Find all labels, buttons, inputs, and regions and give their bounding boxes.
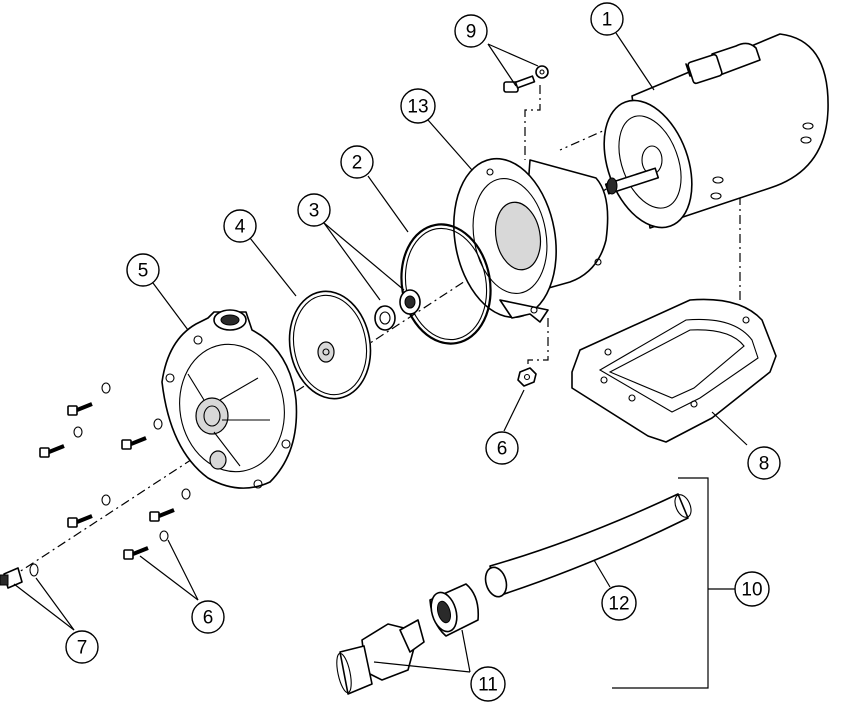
callout-4: 4: [223, 209, 257, 243]
bolt: [123, 546, 149, 560]
svg-text:13: 13: [407, 97, 428, 118]
adapter-bracket: [453, 157, 609, 323]
svg-text:10: 10: [741, 580, 762, 601]
washer: [101, 382, 111, 394]
pump-housing: [161, 309, 298, 489]
bolt: [121, 436, 147, 450]
bolt: [149, 508, 175, 522]
svg-text:2: 2: [352, 153, 363, 174]
svg-text:8: 8: [759, 454, 770, 475]
callout-3: 3: [297, 193, 331, 227]
bolt: [67, 514, 93, 528]
motor-base: [571, 298, 777, 443]
callout-13: 13: [400, 88, 436, 124]
leader-lines: [13, 32, 748, 673]
callout-7: 7: [65, 630, 99, 664]
motor: [603, 33, 829, 229]
washer: [101, 494, 111, 506]
callout-12: 12: [601, 585, 637, 621]
svg-text:7: 7: [77, 638, 88, 659]
callout-2: 2: [340, 145, 374, 179]
washer: [181, 488, 191, 500]
svg-text:12: 12: [608, 594, 629, 615]
svg-text:1: 1: [602, 10, 613, 31]
washer: [73, 426, 83, 438]
callout-10: 10: [734, 571, 770, 607]
bolt: [67, 402, 93, 416]
callout-8: 8: [747, 446, 781, 480]
callout-11: 11: [470, 666, 506, 702]
svg-text:6: 6: [203, 608, 214, 629]
callout-1: 1: [590, 2, 624, 36]
svg-text:6: 6: [497, 439, 508, 460]
callout-5: 5: [126, 253, 160, 287]
housing-bolts: [39, 382, 191, 560]
callout-6-nut: 6: [485, 431, 519, 465]
bolt: [39, 444, 65, 458]
washer: [159, 530, 169, 542]
bolt-and-washer-9: [503, 65, 549, 93]
suction-pipe: [484, 493, 692, 598]
washer: [153, 418, 163, 430]
drain-plug: [0, 563, 39, 589]
callout-9: 9: [454, 14, 488, 48]
svg-text:9: 9: [466, 22, 477, 43]
svg-text:5: 5: [138, 261, 149, 282]
callout-6-bolts: 6: [191, 600, 225, 634]
svg-text:4: 4: [235, 217, 246, 238]
svg-text:11: 11: [478, 675, 498, 696]
hex-nut: [517, 367, 537, 387]
kit-bracket: [612, 477, 735, 689]
impeller: [288, 290, 372, 400]
shaft-seal: [374, 289, 421, 331]
svg-text:3: 3: [309, 201, 320, 222]
pipe-fittings: [336, 583, 480, 695]
